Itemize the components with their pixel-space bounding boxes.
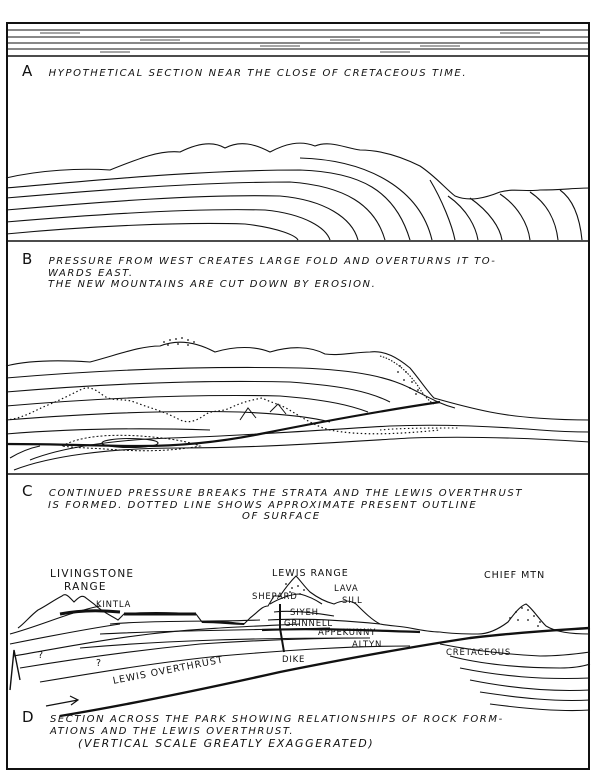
section-d-diagram [9,575,591,718]
section-b-caption-line3: THE NEW MOUNTAINS ARE CUT DOWN BY EROSIO… [48,279,377,290]
label-altyn: ALTYN [352,640,383,650]
label-lewis-range: LEWIS RANGE [272,568,349,579]
label-dike: DIKE [282,655,306,665]
figure-frame [6,22,590,770]
section-a-diagram [5,142,591,241]
section-a-caption: A HYPOTHETICAL SECTION NEAR THE CLOSE OF… [22,62,582,80]
label-shepard: SHEPARD [252,592,298,602]
section-d-letter: D [22,708,36,726]
section-a-letter: A [22,62,34,80]
label-kintla: KINTLA [96,600,132,610]
label-chief-mtn: CHIEF MTN [484,570,546,581]
label-appekunny: APPEKUNNY [318,628,377,638]
label-livingstone: LIVINGSTONE [50,568,135,580]
label-grinnell: GRINNELL [284,619,333,629]
section-d-caption: D SECTION ACROSS THE PARK SHOWING RELATI… [22,708,582,750]
top-strata-band [6,29,590,57]
section-b-letter: B [22,250,34,268]
label-siyeh: SIYEH [290,608,319,618]
label-cretaceous: CRETACEOUS [446,648,512,658]
label-question-1: ? [38,650,45,661]
section-c-caption-line1: CONTINUED PRESSURE BREAKS THE STRATA AND… [48,488,524,499]
section-c-caption-line2: IS FORMED. DOTTED LINE SHOWS APPROXIMATE… [48,500,478,511]
section-d-caption-line2: ATIONS AND THE LEWIS OVERTHRUST. [50,726,295,737]
label-question-2: ? [96,658,103,669]
label-livingstone-range: RANGE [64,581,107,593]
section-c-letter: C [22,482,35,500]
section-a-caption-text: HYPOTHETICAL SECTION NEAR THE CLOSE OF C… [48,68,468,79]
stipple-deposits [163,337,541,627]
section-b-caption: B PRESSURE FROM WEST CREATES LARGE FOLD … [22,250,582,290]
section-b-diagram [5,341,591,471]
label-sill: SILL [342,596,363,606]
section-d-caption-line3: (VERTICAL SCALE GREATLY EXAGGERATED) [78,737,375,750]
label-lava: LAVA [334,584,359,594]
section-b-caption-line2: WARDS EAST. [48,268,134,279]
section-d-caption-line1: SECTION ACROSS THE PARK SHOWING RELATION… [49,714,504,725]
section-c-caption-line3: OF SURFACE [242,511,321,522]
section-b-caption-line1: PRESSURE FROM WEST CREATES LARGE FOLD AN… [48,256,497,267]
section-c-caption: C CONTINUED PRESSURE BREAKS THE STRATA A… [22,482,582,522]
